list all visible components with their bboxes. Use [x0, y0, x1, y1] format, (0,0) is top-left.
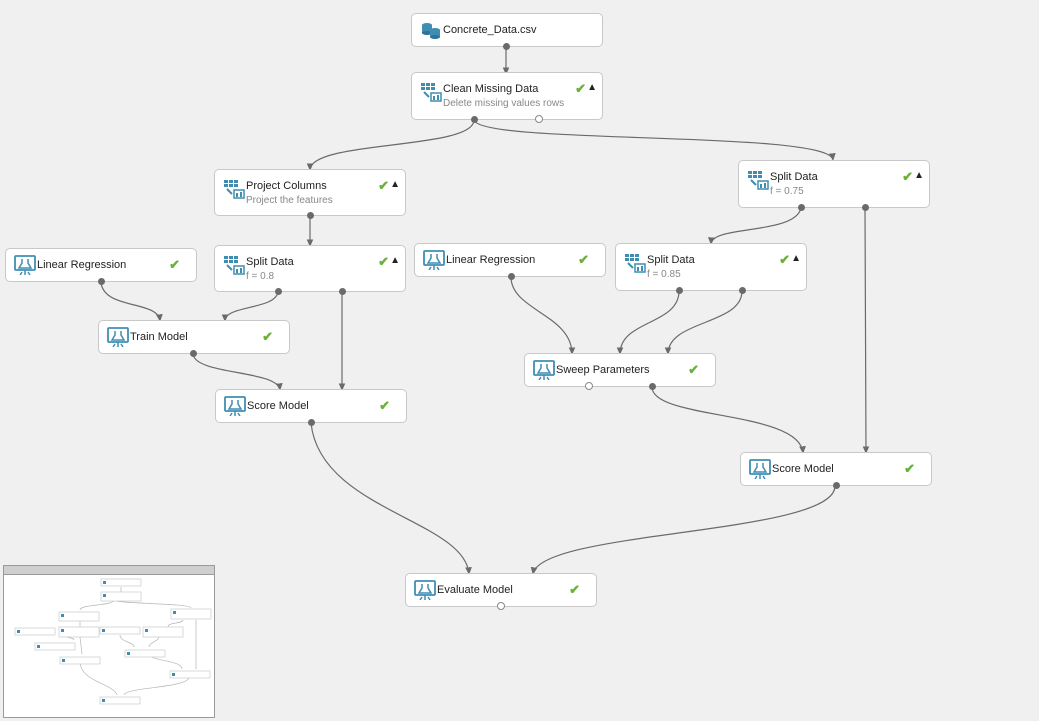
edge-split-mid-to-sweep-a — [616, 290, 680, 355]
node-subtitle: f = 0.85 — [647, 269, 681, 280]
node-concrete-data[interactable]: Concrete_Data.csv — [411, 13, 603, 50]
output-port[interactable] — [308, 419, 315, 426]
check-icon: ✔ — [262, 329, 273, 344]
output-port[interactable] — [862, 204, 869, 211]
machine-learning-icon — [749, 459, 771, 479]
check-icon: ✔ — [569, 582, 580, 597]
node-subtitle: f = 0.8 — [246, 271, 275, 282]
check-icon: ✔ — [688, 362, 699, 377]
node-score-model-left[interactable]: Score Model ✔ — [215, 389, 407, 426]
output-port[interactable] — [503, 43, 510, 50]
node-title: Concrete_Data.csv — [443, 24, 537, 36]
edge-score-right-to-evaluate — [530, 485, 836, 575]
edge-split-right-to-split-mid — [708, 207, 802, 245]
caret-up-icon[interactable]: ▲ — [914, 170, 924, 181]
output-port[interactable] — [471, 116, 478, 123]
minimap-viewport-handle[interactable] — [4, 566, 214, 575]
caret-up-icon[interactable]: ▲ — [390, 255, 400, 266]
check-icon: ✔ — [378, 254, 389, 269]
check-icon: ✔ — [379, 398, 390, 413]
node-subtitle: Delete missing values rows — [443, 98, 565, 109]
check-icon: ✔ — [578, 252, 589, 267]
output-port[interactable] — [508, 273, 515, 280]
data-transform-icon — [421, 83, 442, 102]
node-clean-missing-data[interactable]: Clean Missing Data Delete missing values… — [411, 72, 603, 123]
node-title: Split Data — [246, 256, 294, 268]
machine-learning-icon — [414, 580, 436, 600]
output-port[interactable] — [798, 204, 805, 211]
machine-learning-icon — [14, 255, 36, 275]
output-port[interactable] — [98, 278, 105, 285]
node-title: Sweep Parameters — [556, 364, 650, 376]
node-split-data-right[interactable]: Split Data f = 0.75 ✔ ▲ — [738, 160, 930, 211]
output-port[interactable] — [275, 288, 282, 295]
minimap-overview — [14, 578, 212, 705]
machine-learning-icon — [423, 250, 445, 270]
output-port[interactable] — [497, 602, 505, 610]
canvas-minimap[interactable] — [3, 565, 215, 718]
check-icon: ✔ — [575, 81, 586, 96]
output-port[interactable] — [339, 288, 346, 295]
edge-split-left-to-train — [221, 291, 279, 322]
edge-score-left-to-evaluate — [310, 422, 472, 575]
node-linear-regression-left[interactable]: Linear Regression ✔ — [5, 248, 197, 285]
node-subtitle: Project the features — [246, 195, 333, 206]
output-port[interactable] — [739, 287, 746, 294]
node-title: Split Data — [647, 254, 695, 266]
check-icon: ✔ — [779, 252, 790, 267]
node-title: Evaluate Model — [437, 584, 513, 596]
node-title: Linear Regression — [446, 254, 536, 266]
dataset-icon — [422, 23, 440, 39]
data-transform-icon — [748, 171, 769, 190]
output-port[interactable] — [190, 350, 197, 357]
node-split-data-mid[interactable]: Split Data f = 0.85 ✔ ▲ — [615, 243, 807, 294]
output-port[interactable] — [535, 115, 543, 123]
check-icon: ✔ — [902, 169, 913, 184]
node-title: Split Data — [770, 171, 818, 183]
caret-up-icon[interactable]: ▲ — [791, 253, 801, 264]
check-icon: ✔ — [169, 257, 180, 272]
data-transform-icon — [625, 254, 646, 273]
machine-learning-icon — [224, 396, 246, 416]
output-port[interactable] — [585, 382, 593, 390]
node-title: Project Columns — [246, 180, 327, 192]
data-transform-icon — [224, 256, 245, 275]
node-title: Train Model — [130, 331, 188, 343]
edge-split-mid-to-sweep-b — [664, 290, 743, 355]
node-title: Clean Missing Data — [443, 83, 539, 95]
machine-learning-icon — [107, 327, 129, 347]
node-subtitle: f = 0.75 — [770, 186, 804, 197]
output-port[interactable] — [649, 383, 656, 390]
check-icon: ✔ — [904, 461, 915, 476]
output-port[interactable] — [676, 287, 683, 294]
node-split-data-left[interactable]: Split Data f = 0.8 ✔ ▲ — [214, 245, 406, 295]
edge-clean-to-project — [306, 119, 475, 171]
edge-clean-to-split-right — [473, 119, 836, 161]
node-evaluate-model[interactable]: Evaluate Model ✔ — [405, 573, 597, 610]
node-score-model-right[interactable]: Score Model ✔ — [740, 452, 932, 489]
node-title: Score Model — [772, 463, 834, 475]
node-title: Linear Regression — [37, 259, 127, 271]
output-port[interactable] — [833, 482, 840, 489]
check-icon: ✔ — [378, 178, 389, 193]
edge-train-to-score — [192, 353, 283, 391]
node-train-model[interactable]: Train Model ✔ — [98, 320, 290, 357]
output-port[interactable] — [307, 212, 314, 219]
edge-linreg-to-train — [100, 282, 163, 322]
data-transform-icon — [224, 180, 245, 199]
caret-up-icon[interactable]: ▲ — [587, 82, 597, 93]
node-sweep-parameters[interactable]: Sweep Parameters ✔ — [524, 353, 716, 390]
node-title: Score Model — [247, 400, 309, 412]
caret-up-icon[interactable]: ▲ — [390, 179, 400, 190]
machine-learning-icon — [533, 360, 555, 380]
edge-split-right-to-score-right — [862, 207, 870, 454]
node-linear-regression-mid[interactable]: Linear Regression ✔ — [414, 243, 606, 280]
edge-linreg-mid-to-sweep — [510, 276, 576, 355]
edge-sweep-to-score-right — [651, 386, 806, 454]
node-project-columns[interactable]: Project Columns Project the features ✔ ▲ — [214, 169, 406, 219]
